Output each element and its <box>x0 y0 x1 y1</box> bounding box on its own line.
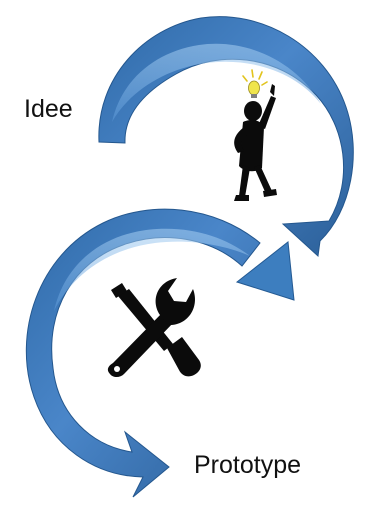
wrench-and-screwdriver-icon <box>107 278 201 377</box>
prototype-stage-label: Prototype <box>194 451 302 479</box>
upper-arrow-highlight <box>112 43 321 122</box>
upper-arrowhead <box>235 241 295 301</box>
idea-stage-label: Idee <box>24 95 73 123</box>
lower-cycle-arrow <box>25 208 261 498</box>
upper-arrow-body <box>98 16 354 258</box>
upper-cycle-arrow <box>98 16 354 301</box>
person-with-lightbulb-icon <box>234 69 277 201</box>
lower-arrow-highlight <box>54 228 250 311</box>
